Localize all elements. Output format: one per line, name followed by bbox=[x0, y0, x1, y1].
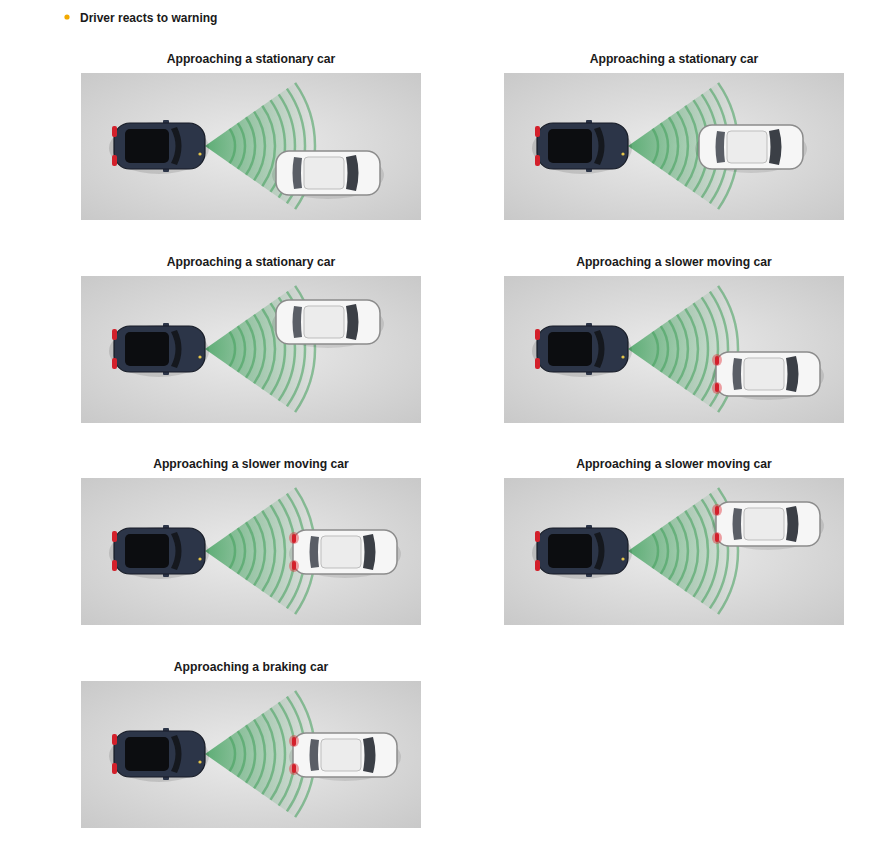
scene-panel: Approaching a braking car bbox=[81, 659, 421, 828]
scene-panel: Approaching a stationary car bbox=[81, 254, 421, 423]
scene bbox=[81, 73, 421, 220]
bullet bbox=[64, 14, 69, 19]
panel-title: Approaching a slower moving car bbox=[504, 456, 844, 472]
panel-title: Approaching a slower moving car bbox=[504, 254, 844, 270]
scene bbox=[504, 276, 844, 423]
panel-title: Approaching a stationary car bbox=[81, 254, 421, 270]
panel-title: Approaching a stationary car bbox=[81, 51, 421, 67]
scene bbox=[504, 73, 844, 220]
scene bbox=[81, 276, 421, 423]
panel-title: Approaching a braking car bbox=[81, 659, 421, 675]
panel-title: Approaching a stationary car bbox=[504, 51, 844, 67]
scene-panel: Approaching a slower moving car bbox=[81, 456, 421, 625]
heading: Driver reacts to warning bbox=[80, 11, 217, 25]
scene bbox=[81, 681, 421, 828]
panel-title: Approaching a slower moving car bbox=[81, 456, 421, 472]
scene-panel: Approaching a stationary car bbox=[81, 51, 421, 220]
scene-panel: Approaching a stationary car bbox=[504, 51, 844, 220]
scene-panel: Approaching a slower moving car bbox=[504, 254, 844, 423]
scene bbox=[504, 478, 844, 625]
scene-panel: Approaching a slower moving car bbox=[504, 456, 844, 625]
scene bbox=[81, 478, 421, 625]
